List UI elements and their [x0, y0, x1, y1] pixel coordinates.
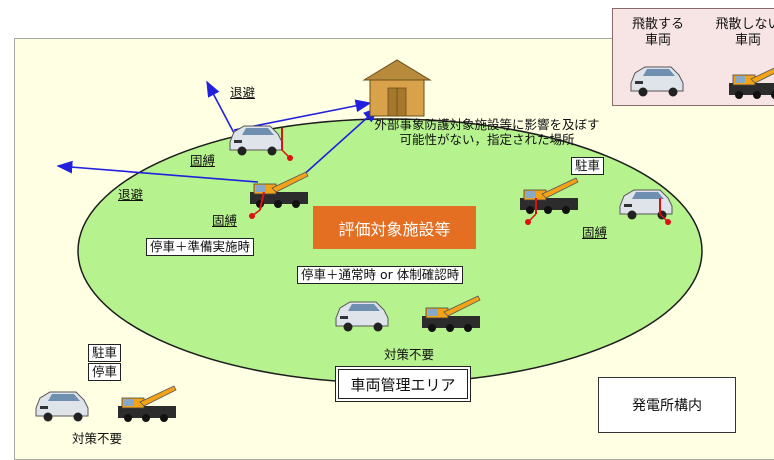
- tie-down-marker-icon: [659, 198, 671, 225]
- tie-down-marker-icon: [249, 191, 265, 219]
- label-tie-down-car: 固縛: [190, 153, 216, 168]
- legend-col2-line1: 飛散しない: [715, 17, 774, 32]
- legend-scattering-heading: 飛散する 車両: [615, 17, 701, 49]
- car-icon: [35, 391, 89, 422]
- label-evacuate-top: 退避: [230, 85, 256, 100]
- crane-icon: [117, 385, 177, 423]
- evacuate-arrow-left: [56, 160, 259, 183]
- storehouse-icon: [362, 59, 432, 117]
- designated-place-note-line1: 外部事象防護対象施設等に影響を及ぼす: [374, 117, 600, 132]
- legend-vehicles: [630, 62, 774, 100]
- label-no-measure-outside: 対策不要: [72, 431, 123, 446]
- tie-down-marker-icon: [525, 198, 537, 225]
- car-icon: [630, 66, 684, 97]
- vehicle-management-area-label: 車両管理エリア: [335, 366, 471, 402]
- evacuate-arrow-top: [206, 80, 235, 134]
- move-arrow-crane: [299, 106, 380, 179]
- label-evacuate-left: 退避: [118, 187, 144, 202]
- designated-place-note: 外部事象防護対象施設等に影響を及ぼす 可能性がない，指定された場所: [356, 117, 618, 147]
- label-tie-down-right: 固縛: [582, 225, 608, 240]
- label-parking-outside: 駐車: [88, 344, 122, 362]
- label-no-measure-center: 対策不要: [384, 347, 435, 362]
- vehicle-legend: 飛散する 車両 飛散しない 車両: [612, 8, 774, 106]
- legend-col1-line2: 車両: [644, 33, 671, 48]
- label-stop-prep: 停車＋準備実施時: [146, 238, 255, 256]
- label-stop-normal: 停車＋通常時 or 体制確認時: [297, 266, 464, 284]
- tie-down-marker-icon: [281, 128, 293, 161]
- diagram-canvas: [35, 59, 703, 423]
- legend-col1-line1: 飛散する: [631, 17, 684, 32]
- label-parking-right: 駐車: [571, 157, 605, 175]
- legend-col2-line2: 車両: [734, 33, 761, 48]
- label-tie-down-crane: 固縛: [212, 213, 238, 228]
- legend-non-scattering-heading: 飛散しない 車両: [703, 17, 774, 49]
- label-stop-outside: 停車: [88, 363, 122, 381]
- power-station-premises-label: 発電所構内: [598, 377, 736, 433]
- designated-place-note-line2: 可能性がない，指定された場所: [399, 132, 575, 147]
- evaluated-facility-box: 評価対象施設等: [313, 206, 476, 249]
- crane-icon: [728, 62, 774, 100]
